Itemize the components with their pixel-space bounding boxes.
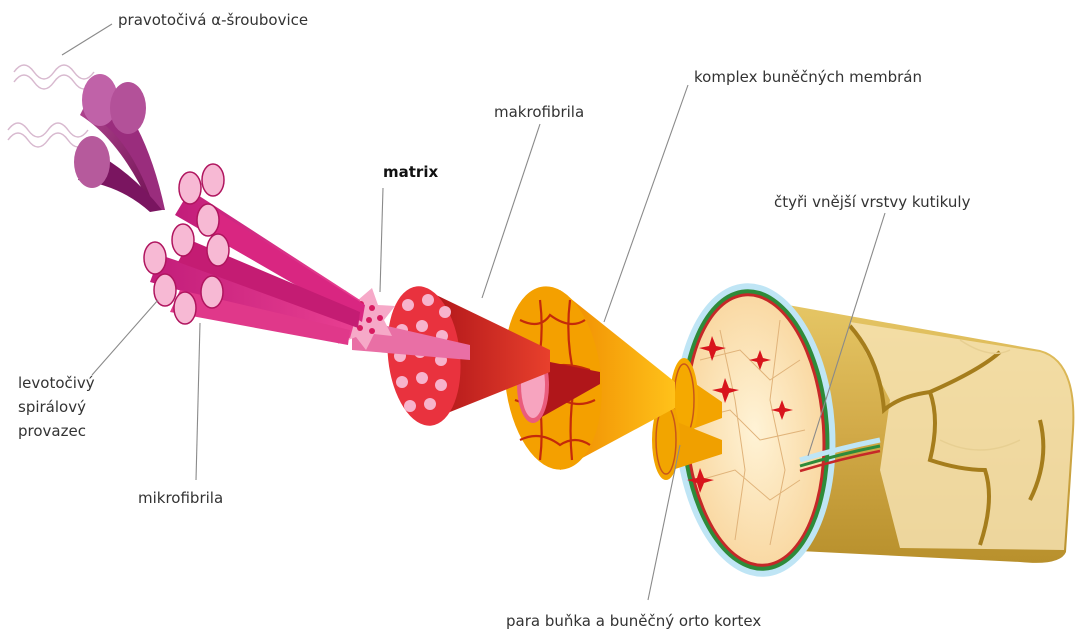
label-protofibril-line3: provazec	[18, 422, 86, 440]
label-microfibril: mikrofibrila	[138, 489, 223, 507]
label-macrofibril: makrofibrila	[494, 103, 584, 121]
leader-helix	[62, 24, 112, 55]
alpha-helices	[8, 65, 165, 212]
helix-end-2	[110, 82, 146, 134]
label-matrix: matrix	[383, 163, 438, 181]
label-cell-membrane-complex: komplex buněčných membrán	[694, 68, 922, 86]
label-cortex: para buňka a buněčný orto kortex	[506, 612, 761, 630]
label-alpha-helix: pravotočivá α-šroubovice	[118, 11, 308, 29]
leader-microfibril	[196, 323, 200, 480]
helix-spirals	[8, 65, 94, 147]
label-protofibril-line1: levotočivý	[18, 374, 95, 392]
label-protofibril-line2: spirálový	[18, 398, 86, 416]
leader-macrofibril	[482, 124, 540, 298]
helix-end-3	[74, 136, 110, 188]
leader-protofibril	[92, 300, 158, 375]
protofibrils	[144, 164, 365, 345]
leader-matrix	[380, 188, 383, 292]
leader-membranes	[604, 85, 688, 322]
label-cuticle: čtyři vnější vrstvy kutikuly	[774, 193, 971, 211]
